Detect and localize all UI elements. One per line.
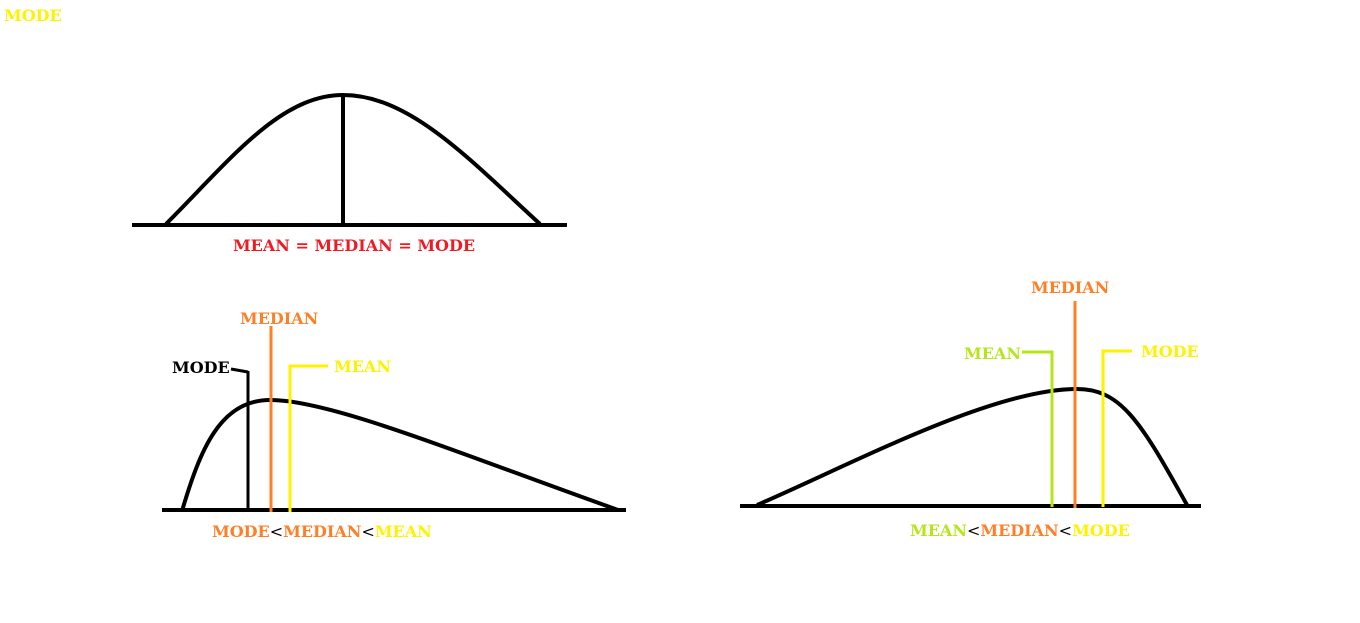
left-skewed-mean-line	[1022, 350, 1054, 507]
left-skewed-caption-sep1: <	[967, 521, 980, 540]
corner-mode-label: MODE	[4, 6, 62, 25]
right-skewed-caption-mode: MODE	[212, 522, 270, 541]
right-skewed-curve	[180, 397, 619, 512]
right-skewed-mode-label: MODE	[172, 358, 230, 377]
right-skewed-caption-sep2: <	[361, 522, 374, 541]
left-skewed-caption-mode: MODE	[1072, 521, 1130, 540]
left-skewed-distribution: MEAN MEDIAN MODE MEAN<MEDIAN<MODE	[740, 278, 1201, 540]
right-skewed-mean-line	[288, 364, 328, 512]
right-skewed-caption: MODE<MEDIAN<MEAN	[212, 522, 432, 541]
right-skewed-mode-leader	[230, 367, 249, 374]
left-skewed-caption-sep2: <	[1059, 521, 1072, 540]
right-skewed-distribution: MODE MEDIAN MEAN MODE<MEDIAN<MEAN	[162, 309, 626, 541]
symmetric-curve	[164, 92, 542, 226]
left-skewed-median-label: MEDIAN	[1031, 278, 1109, 297]
right-skewed-caption-sep1: <	[270, 522, 283, 541]
right-skewed-mean-label: MEAN	[334, 357, 391, 376]
right-skewed-median-label: MEDIAN	[240, 309, 318, 328]
symmetric-caption: MEAN = MEDIAN = MODE	[233, 236, 475, 255]
left-skewed-caption-median: MEDIAN	[980, 521, 1058, 540]
symmetric-distribution: MEAN = MEDIAN = MODE	[132, 92, 567, 255]
left-skewed-mean-label: MEAN	[964, 344, 1021, 363]
right-skewed-caption-mean: MEAN	[375, 522, 432, 541]
right-skewed-caption-median: MEDIAN	[283, 522, 361, 541]
left-skewed-caption: MEAN<MEDIAN<MODE	[910, 521, 1130, 540]
left-skewed-mode-line	[1101, 349, 1132, 507]
left-skewed-mode-label: MODE	[1141, 342, 1199, 361]
left-skewed-caption-mean: MEAN	[910, 521, 967, 540]
left-skewed-curve	[756, 386, 1189, 507]
